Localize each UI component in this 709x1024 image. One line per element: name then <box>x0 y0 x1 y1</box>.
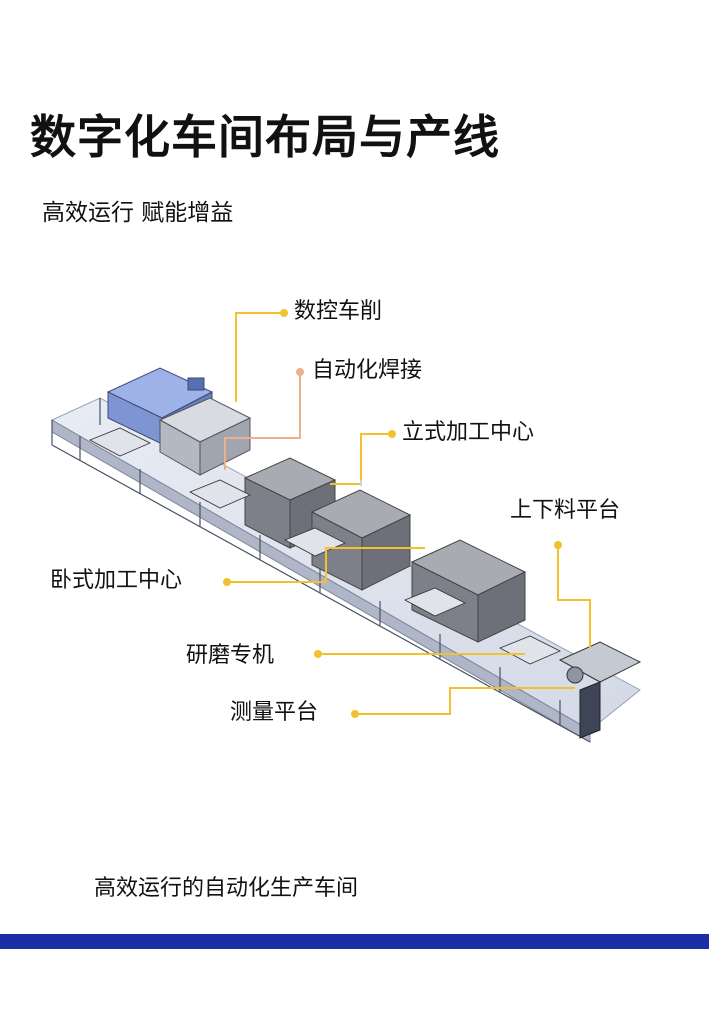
vertical-machining-centers <box>243 457 527 643</box>
callout-loading-platform: 上下料平台 <box>510 498 621 523</box>
callout-vertical-machining-center: 立式加工中心 <box>402 420 535 445</box>
callout-cnc-turning: 数控车削 <box>294 299 383 324</box>
conveyor-stations <box>89 427 561 665</box>
page-title: 数字化车间布局与产线 <box>30 110 500 164</box>
loading-platform <box>558 641 642 739</box>
safety-fence <box>51 398 591 743</box>
callout-measuring-platform: 测量平台 <box>230 700 319 725</box>
callout-horizontal-machining-center: 卧式加工中心 <box>50 568 183 593</box>
callout-leaders <box>223 309 591 718</box>
footer-bar <box>0 934 709 949</box>
callout-grinding-machine: 研磨专机 <box>186 643 275 668</box>
page-subtitle: 高效运行 赋能增益 <box>42 200 234 226</box>
footer-caption: 高效运行的自动化生产车间 <box>94 876 359 901</box>
callout-automated-welding: 自动化焊接 <box>312 358 423 383</box>
